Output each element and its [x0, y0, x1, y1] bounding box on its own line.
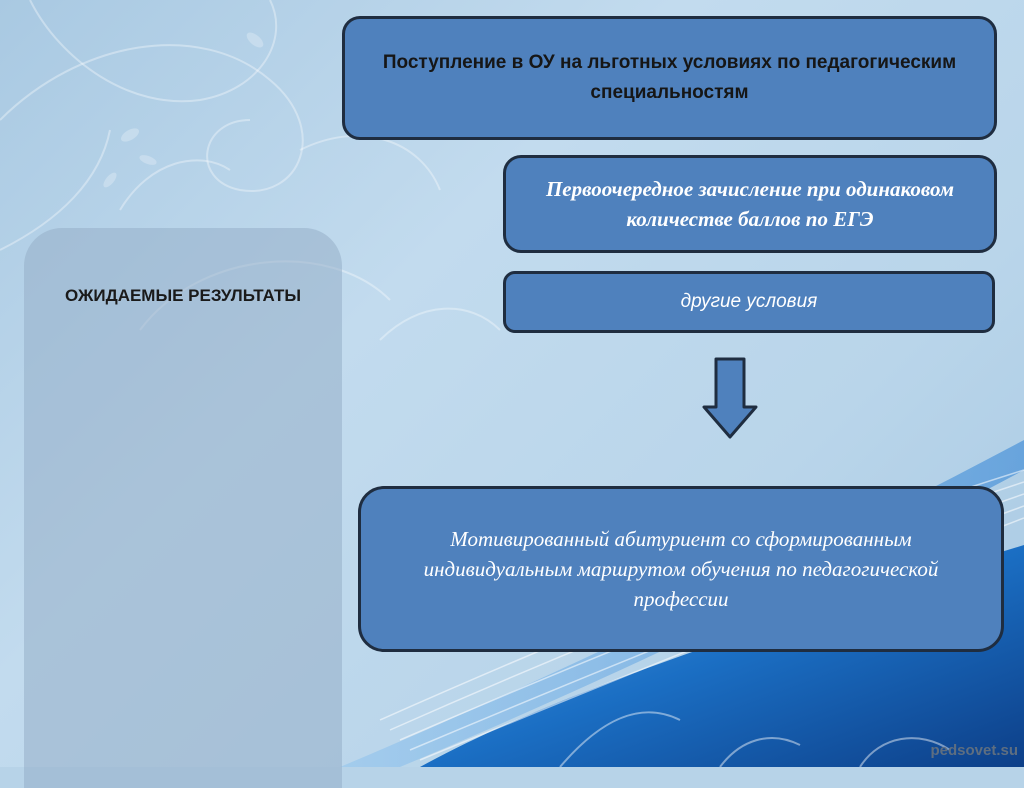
priority-enrollment-box: Первоочередное зачисление при одинаковом… — [503, 155, 997, 253]
expected-results-title: ОЖИДАЕМЫЕ РЕЗУЛЬТАТЫ — [65, 286, 301, 305]
admission-text: Поступление в ОУ на льготных условиях по… — [382, 52, 957, 103]
admission-box: Поступление в ОУ на льготных условиях по… — [342, 16, 997, 140]
down-arrow-icon — [702, 357, 758, 439]
priority-enrollment-text: Первоочередное зачисление при одинаковом… — [545, 177, 955, 231]
result-text: Мотивированный абитуриент со сформирован… — [423, 527, 939, 611]
watermark: pedsovet.su — [930, 742, 1018, 759]
result-box: Мотивированный абитуриент со сформирован… — [358, 486, 1004, 652]
expected-results-panel: ОЖИДАЕМЫЕ РЕЗУЛЬТАТЫ — [24, 228, 342, 788]
other-conditions-text: другие условия — [680, 291, 818, 312]
other-conditions-box: другие условия — [503, 271, 995, 333]
